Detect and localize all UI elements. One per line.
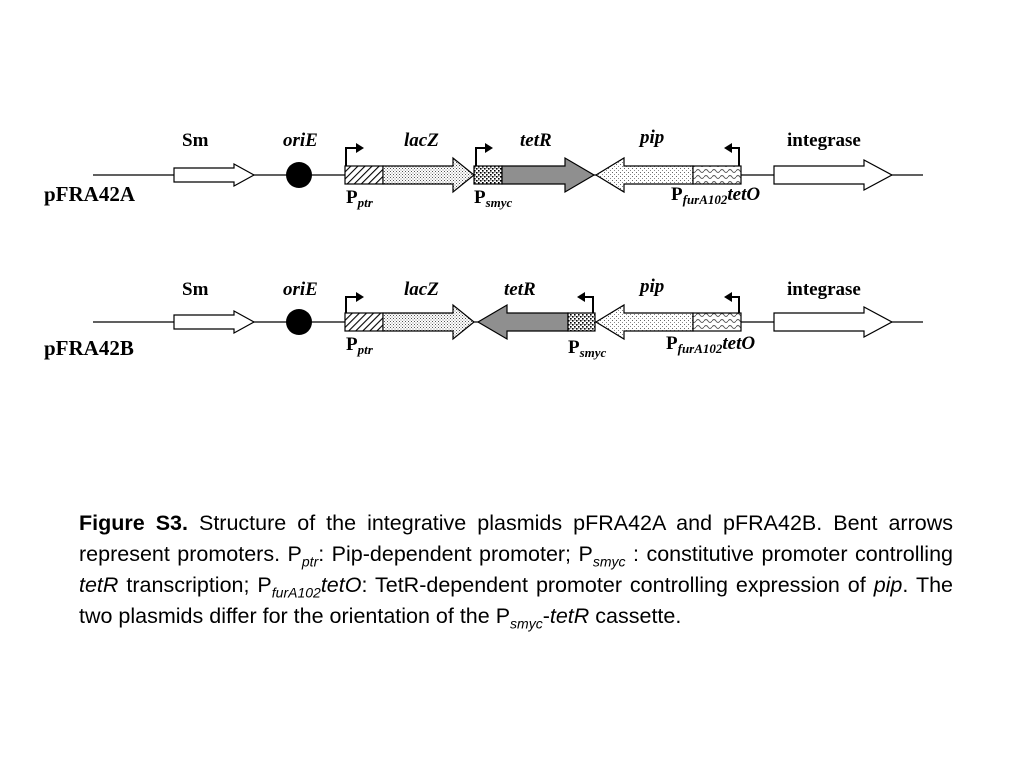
tetr-gene-arrow	[501, 156, 596, 194]
fur-promoter-box	[692, 165, 742, 185]
ptr-promoter-arrowhead	[356, 292, 364, 302]
plasmid-pfra42b: Sm oriE lacZ tetR pip integrase pFRA42B …	[44, 276, 923, 360]
caption-subscript: furA102	[271, 584, 321, 601]
smyc-promoter-arrowhead	[485, 143, 493, 153]
tetr-gene-arrow	[476, 303, 569, 341]
sm-gene-arrow	[173, 309, 256, 335]
fur-promoter-arrowhead	[724, 143, 732, 153]
plasmid-name-pfra42a: pFRA42A	[44, 182, 136, 206]
caption-italic: tetR	[79, 573, 119, 597]
integrase-gene-arrow	[773, 305, 894, 339]
tetr-label: tetR	[504, 279, 536, 300]
pip-gene-arrow	[594, 303, 694, 341]
figure-caption: Figure S3. Structure of the integrative …	[79, 508, 953, 632]
caption-text: transcription; P	[118, 573, 272, 597]
fur-promoter-arrow	[730, 147, 740, 166]
fur-promoter-arrowhead	[724, 292, 732, 302]
ptr-promoter-label: Pptr	[346, 334, 374, 357]
caption-text: -	[542, 604, 550, 628]
caption-subscript: ptr	[301, 553, 319, 570]
smyc-promoter-arrowhead	[577, 292, 585, 302]
tetr-label: tetR	[520, 130, 552, 151]
caption-subscript: smyc	[510, 615, 543, 632]
plasmid-pfra42a: Sm oriE lacZ tetR pip integrase pFRA42A …	[44, 127, 923, 210]
ptr-promoter-arrow	[345, 147, 358, 166]
fur-promoter-label: PfurA102tetO	[666, 333, 755, 356]
sm-label: Sm	[182, 130, 209, 151]
ptr-promoter-arrow	[345, 296, 358, 313]
smyc-promoter-box	[567, 312, 596, 332]
orie-origin	[286, 162, 312, 188]
orie-label: oriE	[283, 279, 318, 300]
orie-origin	[286, 309, 312, 335]
smyc-promoter-box	[473, 165, 503, 185]
caption-italic: pip	[873, 573, 903, 597]
figure-label: Figure S3.	[79, 511, 188, 535]
caption-subscript: smyc	[592, 553, 626, 570]
fur-promoter-arrow	[730, 296, 740, 313]
smyc-promoter-arrow	[475, 147, 486, 166]
ptr-promoter-arrowhead	[356, 143, 364, 153]
fur-promoter-label: PfurA102tetO	[671, 184, 760, 207]
caption-text: . The two plasmids differ for the orient…	[79, 573, 953, 628]
lacz-label: lacZ	[404, 130, 439, 151]
smyc-promoter-arrow	[583, 296, 594, 313]
sm-gene-arrow	[173, 162, 256, 188]
caption-text: : Pip-dependent promoter; P	[318, 542, 593, 566]
caption-text: Structure of the integrative plasmids pF…	[79, 511, 953, 566]
plasmid-name-pfra42b: pFRA42B	[44, 336, 134, 360]
plasmid-diagram: Sm oriE lacZ tetR pip integrase pFRA42A …	[44, 127, 923, 360]
sm-label: Sm	[182, 279, 209, 300]
lacz-label: lacZ	[404, 279, 439, 300]
ptr-promoter-label: Pptr	[346, 187, 374, 210]
ptr-promoter-box	[344, 312, 384, 332]
smyc-promoter-label: Psmyc	[568, 337, 607, 360]
integrase-label: integrase	[787, 279, 861, 300]
integrase-gene-arrow	[773, 158, 894, 192]
fur-promoter-box	[692, 312, 742, 332]
ptr-promoter-box	[344, 165, 384, 185]
lacz-gene-arrow	[382, 156, 475, 194]
caption-text: : TetR-dependent promoter controlling ex…	[361, 573, 874, 597]
smyc-promoter-label: Psmyc	[474, 187, 513, 210]
caption-italic: tetO	[320, 573, 362, 597]
integrase-label: integrase	[787, 130, 861, 151]
caption-text: : constitutive promoter controlling	[625, 542, 954, 566]
caption-text: cassette.	[589, 604, 682, 628]
pip-label: pip	[638, 276, 664, 297]
caption-italic: tetR	[549, 604, 590, 628]
orie-label: oriE	[283, 130, 318, 151]
pip-label: pip	[638, 127, 664, 148]
lacz-gene-arrow	[382, 303, 475, 341]
